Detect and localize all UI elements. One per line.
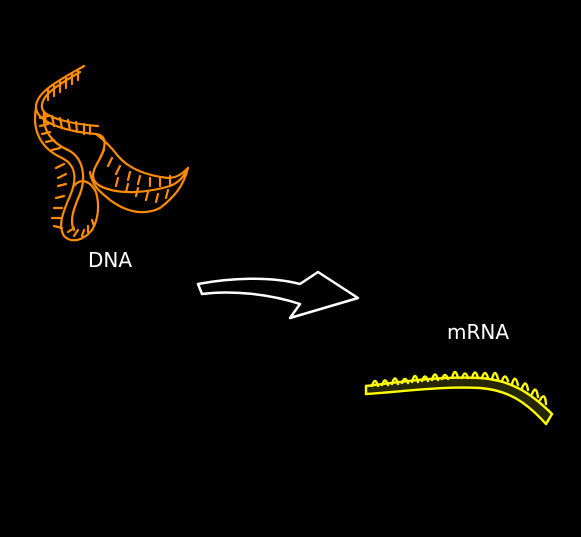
arrow-outline [196,270,360,320]
mrna-label: mRNA [447,320,510,344]
dna-strand-left [34,106,94,242]
dna-base-pairs-right [98,148,172,204]
dna-strand-left-inner [42,110,85,232]
mrna-backbone-bottom [364,386,548,426]
dna-base-pairs-upper [42,68,92,136]
mrna-backbone-end [544,412,554,426]
mrna-fill [366,377,552,424]
dna-label: DNA [88,248,133,272]
dna-base-pairs-bottom [66,218,96,238]
dna-strand-cross [88,132,190,214]
mrna-bases [370,370,548,406]
dna-strand-lower [72,180,100,232]
dna-base-pairs-left [38,114,68,230]
